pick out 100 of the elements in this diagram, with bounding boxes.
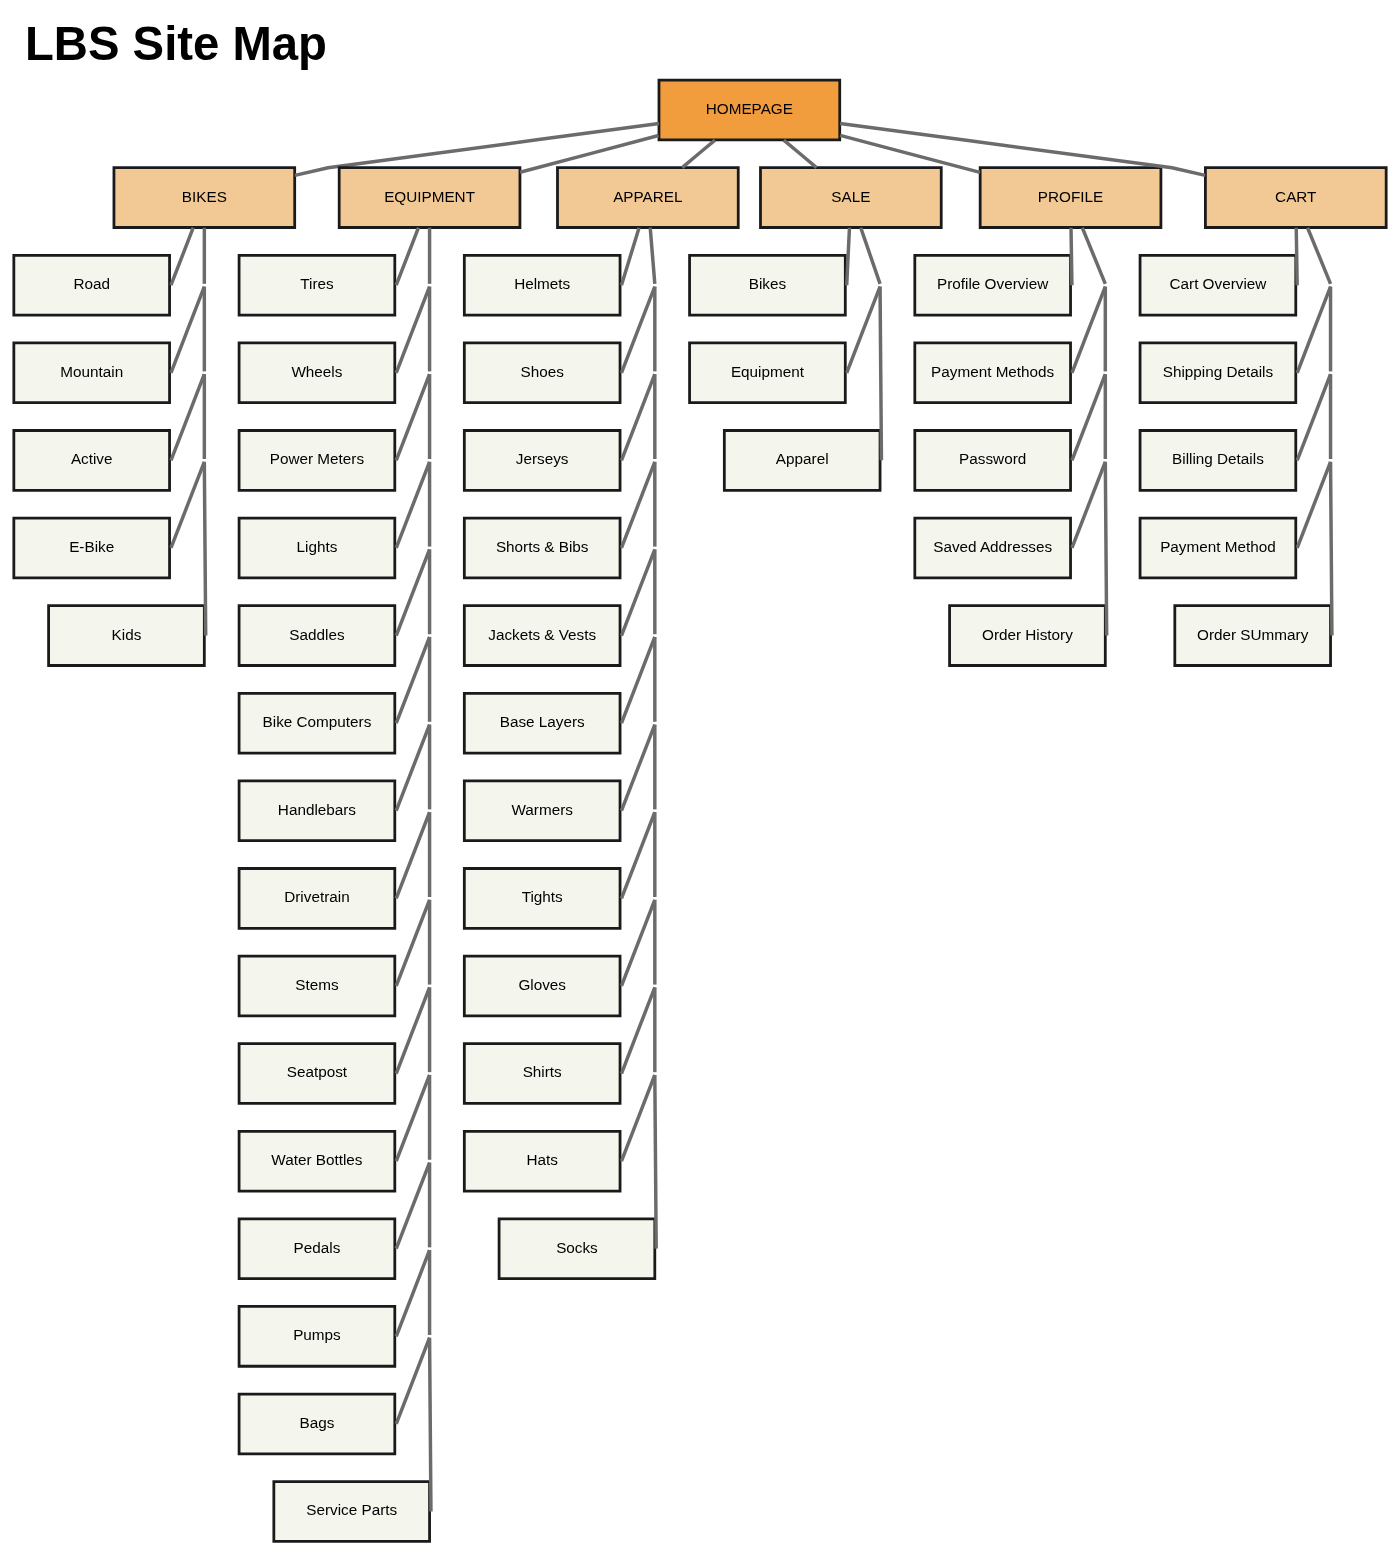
connector xyxy=(394,227,432,374)
node-box: Service Parts xyxy=(272,1480,431,1543)
node-box: SALE xyxy=(759,166,943,229)
connector xyxy=(839,121,1206,178)
diagram-title: LBS Site Map xyxy=(24,16,327,70)
node-box: Shorts & Bibs xyxy=(462,516,622,580)
node-box: Order SUmmary xyxy=(1173,604,1332,667)
connector xyxy=(427,1337,433,1512)
connector xyxy=(519,133,660,174)
node-box: Stems xyxy=(237,954,397,1018)
connector xyxy=(1294,227,1299,286)
node-box: Helmets xyxy=(462,253,622,317)
node-box: Bikes xyxy=(688,253,847,317)
connector xyxy=(619,724,657,899)
connector xyxy=(1070,227,1107,374)
connector xyxy=(619,227,657,374)
connector xyxy=(1295,374,1333,549)
node-box: APPAREL xyxy=(556,166,740,229)
node-box: Hats xyxy=(462,1129,622,1193)
connector xyxy=(394,724,432,899)
node-box: Road xyxy=(12,253,171,317)
connector xyxy=(202,461,208,636)
connector xyxy=(619,286,657,461)
connector xyxy=(619,461,657,637)
node-box: Profile Overview xyxy=(913,253,1072,317)
connector xyxy=(619,374,657,549)
node-box: Mountain xyxy=(12,341,171,405)
connector xyxy=(394,227,421,286)
connector xyxy=(844,227,852,286)
node-box: Drivetrain xyxy=(237,867,397,930)
node-box: Bags xyxy=(237,1392,397,1456)
node-box: Gloves xyxy=(462,954,622,1018)
connector xyxy=(394,637,432,812)
connector xyxy=(394,812,432,987)
node-box: E-Bike xyxy=(12,516,171,580)
node-box: Handlebars xyxy=(237,779,397,843)
node-box: Apparel xyxy=(722,429,882,492)
connector xyxy=(681,138,717,169)
connector xyxy=(1328,461,1334,636)
connector xyxy=(394,1250,432,1425)
connector xyxy=(169,286,207,461)
connector xyxy=(839,133,981,174)
connector xyxy=(394,1162,432,1337)
node-box: Payment Methods xyxy=(913,341,1072,405)
connector xyxy=(169,227,195,286)
connector xyxy=(1069,227,1074,286)
connector xyxy=(169,374,207,549)
node-box: PROFILE xyxy=(978,166,1163,229)
node-box: Wheels xyxy=(237,341,397,405)
connector xyxy=(845,227,882,374)
connector xyxy=(394,549,432,724)
connector xyxy=(782,138,818,169)
node-box: Warmers xyxy=(462,779,622,843)
connector xyxy=(394,286,432,461)
connector xyxy=(394,1074,432,1250)
connector xyxy=(619,637,657,812)
node-box: EQUIPMENT xyxy=(337,166,522,229)
node-box: Socks xyxy=(497,1217,657,1281)
connector xyxy=(1295,227,1333,374)
connector xyxy=(1070,286,1108,461)
node-box: Seatpost xyxy=(237,1042,397,1105)
node-box: Bike Computers xyxy=(237,691,397,755)
node-box: Tires xyxy=(237,253,397,317)
connector xyxy=(394,899,432,1075)
connector xyxy=(394,374,432,549)
connector xyxy=(619,812,657,987)
connector xyxy=(1070,374,1108,549)
connector xyxy=(619,987,657,1162)
node-box: Saddles xyxy=(237,604,397,667)
node-box: Cart Overview xyxy=(1138,253,1298,317)
node-box: Pedals xyxy=(237,1217,397,1281)
node-box: Shipping Details xyxy=(1138,341,1298,405)
node-box: HOMEPAGE xyxy=(657,78,842,142)
connector xyxy=(394,987,432,1162)
node-box: Shoes xyxy=(462,341,622,405)
connector xyxy=(619,899,657,1075)
node-box: Tights xyxy=(462,867,622,930)
node-box: Active xyxy=(12,429,171,492)
node-box: Base Layers xyxy=(462,691,622,755)
connector xyxy=(653,1074,658,1249)
node-box: Equipment xyxy=(688,341,847,405)
connector xyxy=(878,286,884,461)
connector xyxy=(394,461,432,637)
connector xyxy=(619,549,657,724)
node-box: Kids xyxy=(47,604,206,667)
node-box: Order History xyxy=(948,604,1107,667)
node-box: Pumps xyxy=(237,1305,397,1368)
node-box: Password xyxy=(913,429,1072,492)
connector xyxy=(619,227,641,286)
node-box: Lights xyxy=(237,516,397,580)
connector xyxy=(1295,286,1333,461)
node-box: Jackets & Vests xyxy=(462,604,622,667)
connector xyxy=(294,121,660,178)
node-box: Billing Details xyxy=(1138,429,1298,492)
node-box: Water Bottles xyxy=(237,1129,397,1193)
connector xyxy=(169,227,207,374)
connector xyxy=(1103,461,1109,636)
node-box: Jerseys xyxy=(462,429,622,492)
node-box: Power Meters xyxy=(237,429,397,492)
node-box: Shirts xyxy=(462,1042,622,1105)
